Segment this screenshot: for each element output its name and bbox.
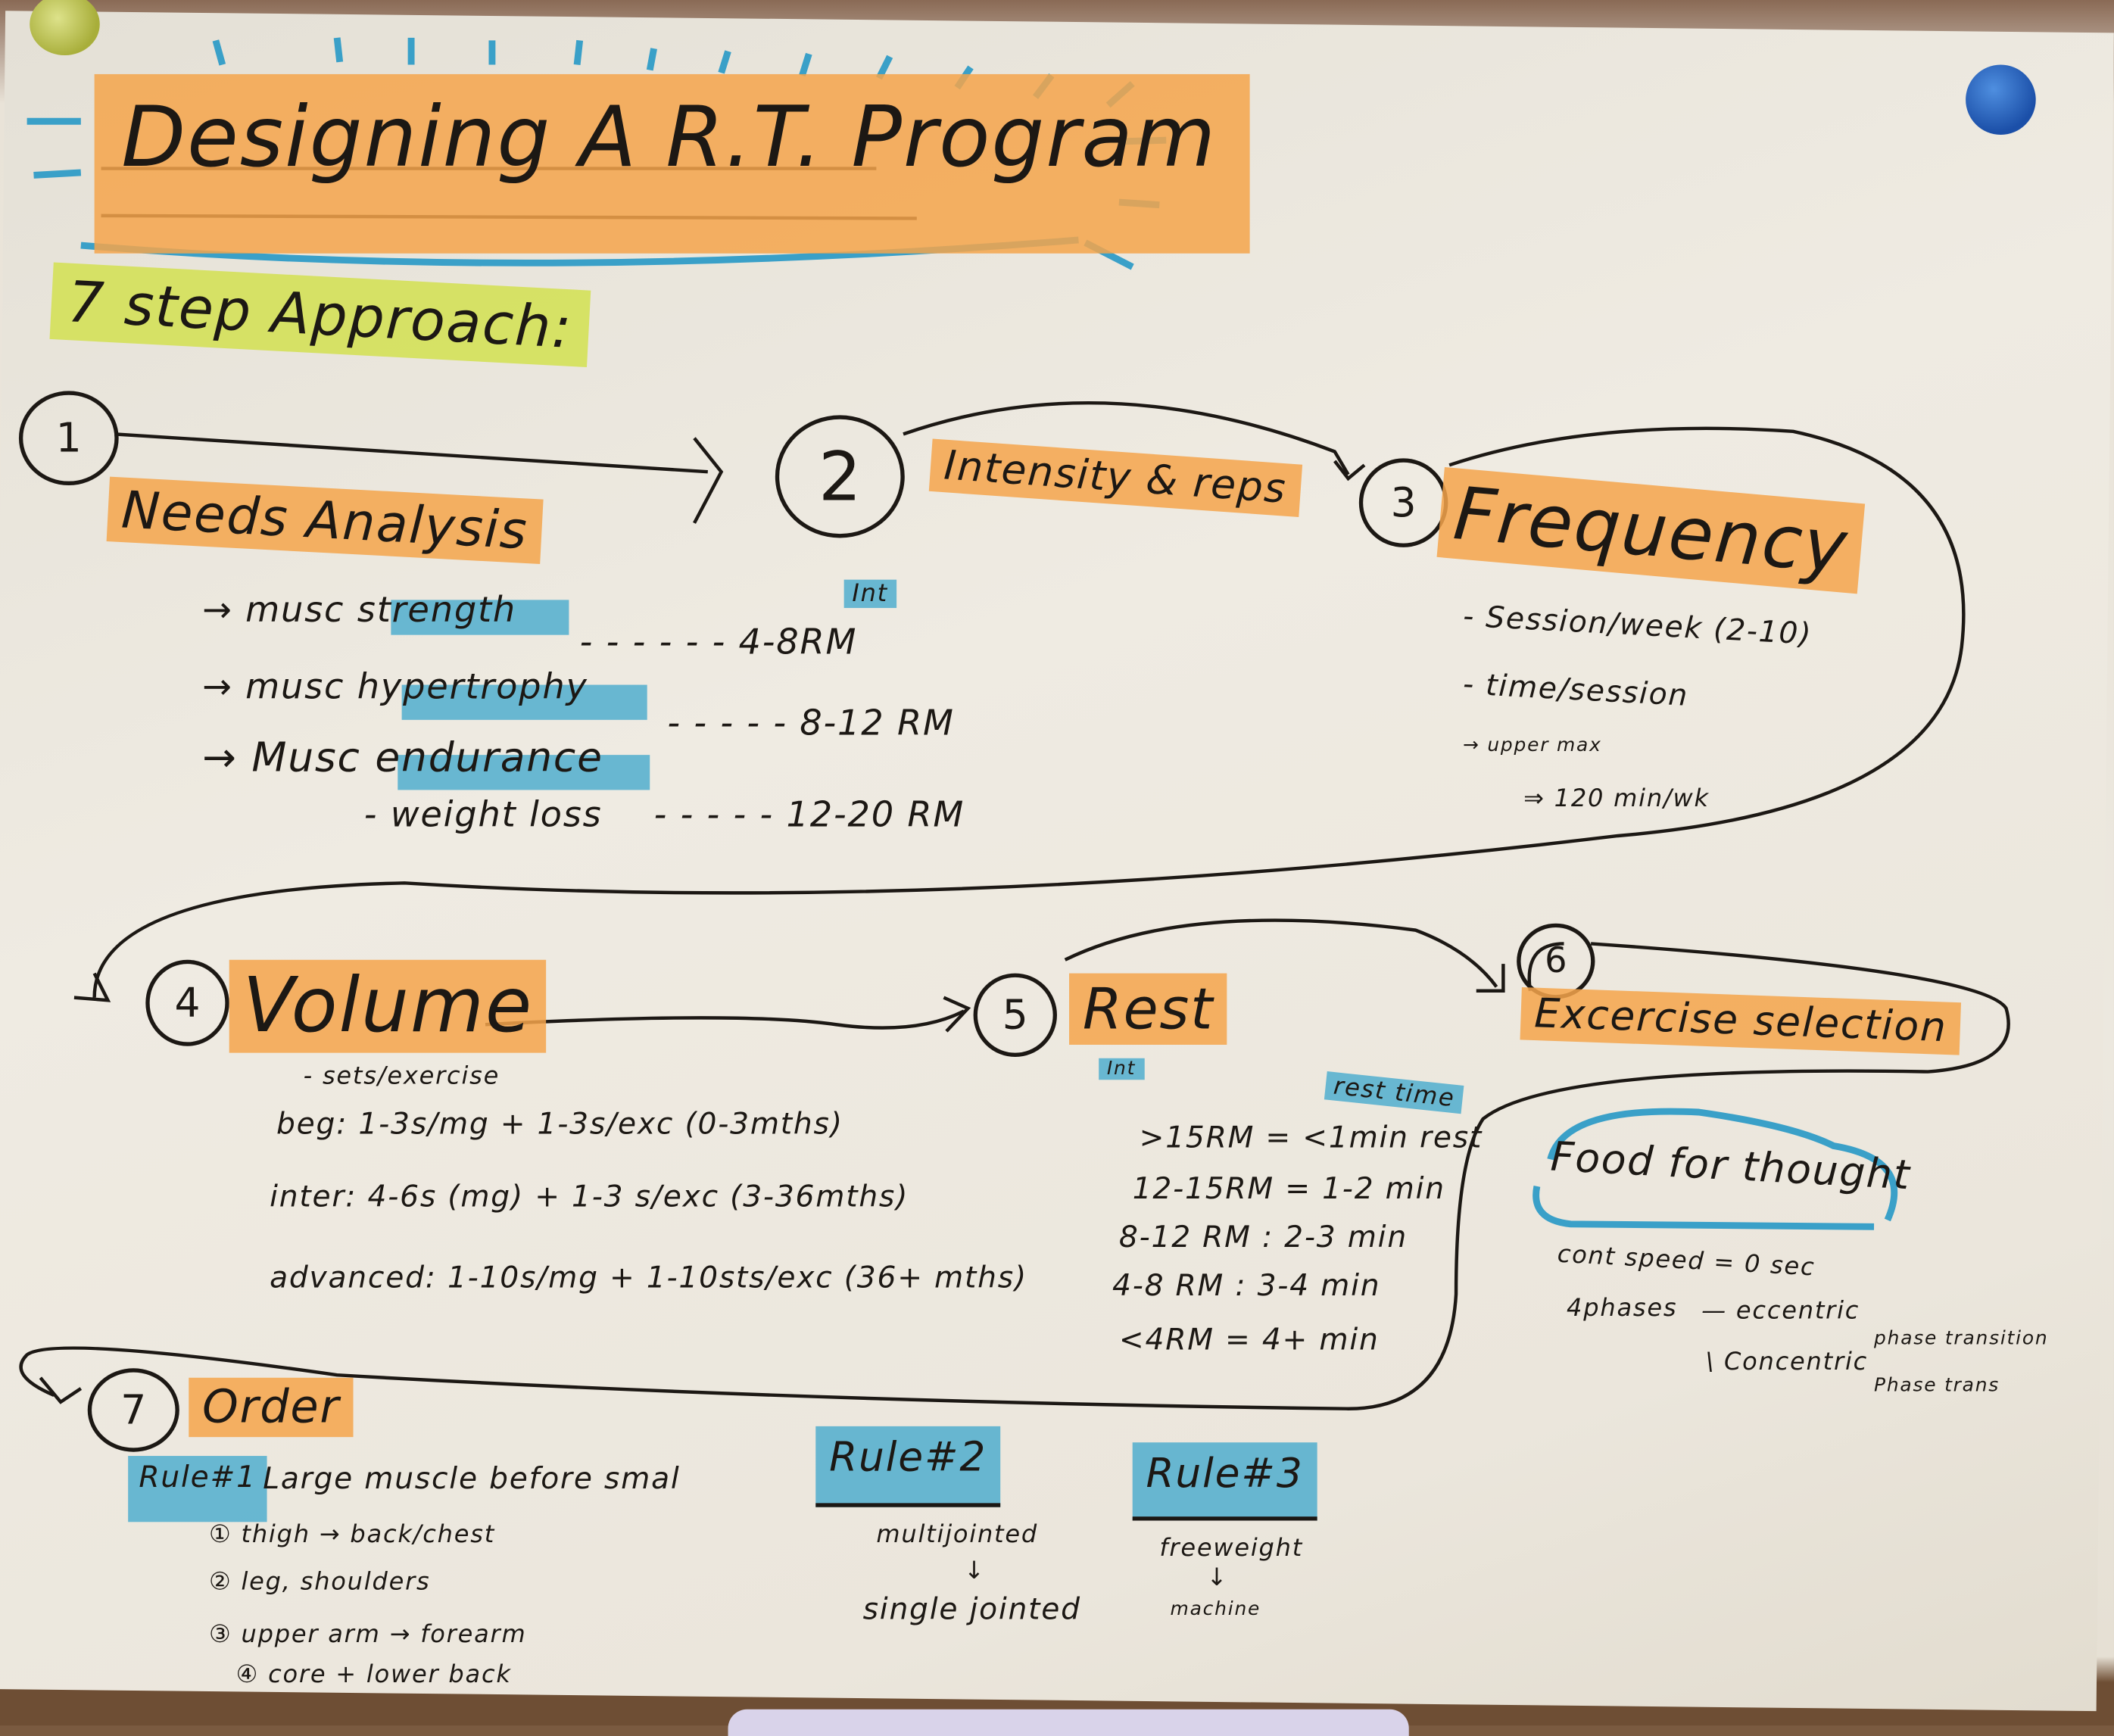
food-phases: 4phases (1567, 1294, 1678, 1323)
rm-value: - - - - - 12-20 RM (653, 795, 965, 836)
step-2-circle: 2 (775, 415, 905, 538)
rule-3-label: Rule#3 (1132, 1442, 1317, 1521)
step-7-circle: 7 (87, 1368, 179, 1452)
rest-row: 4-8 RM : 3-4 min (1112, 1270, 1381, 1304)
rm-value: - - - - - - 4-8RM (579, 622, 858, 664)
lavender-paper (728, 1709, 1409, 1736)
int-label: Int (843, 579, 896, 609)
step-5-circle: 5 (973, 973, 1057, 1057)
step-5-label: Rest (1069, 973, 1228, 1045)
rule-1-text: Large muscle before smal (263, 1462, 681, 1497)
rule-1-item: ③ upper arm → forearm (208, 1620, 527, 1649)
food-ecc-note: phase transition (1874, 1327, 2049, 1350)
step-1-circle: 1 (18, 391, 119, 486)
rule-1-item: ④ core + lower back (235, 1660, 512, 1690)
step-number: 7 (120, 1386, 147, 1434)
volume-item: advanced: 1-10s/mg + 1-10sts/exc (36+ mt… (270, 1261, 1028, 1296)
int-label: Int (1099, 1058, 1144, 1080)
rest-row: 12-15RM = 1-2 min (1132, 1173, 1445, 1207)
rest-row: >15RM = <1min rest (1139, 1121, 1483, 1155)
volume-item: beg: 1-3s/mg + 1-3s/exc (0-3mths) (276, 1108, 843, 1142)
rm-value: - - - - - 8-12 RM (667, 703, 955, 744)
volume-item: inter: 4-6s (mg) + 1-3 s/exc (3-36mths) (270, 1180, 909, 1215)
step-7-label: Order (189, 1377, 354, 1438)
pushpin-blue-icon (1966, 64, 2036, 136)
step-3-circle: 3 (1358, 458, 1448, 547)
rule-3-from: freeweight (1159, 1534, 1304, 1563)
rule-1-item: ② leg, shoulders (208, 1567, 431, 1597)
step-number: 5 (1002, 991, 1028, 1039)
step-4-circle: 4 (145, 959, 229, 1046)
step-number: 3 (1390, 479, 1417, 527)
rule-2-label: Rule#2 (815, 1426, 1000, 1507)
pushpin-yellow-icon (30, 0, 100, 56)
step-number: 4 (174, 979, 201, 1027)
food-con-note: Phase trans (1874, 1375, 2000, 1397)
step-4-label: Volume (229, 959, 547, 1053)
step-number: 1 (55, 414, 82, 462)
step-number: 2 (818, 437, 862, 516)
rule-3-to: machine (1170, 1598, 1261, 1621)
arrow-down-icon: ↓ (964, 1557, 986, 1585)
arrow-down-icon: ↓ (1206, 1563, 1229, 1592)
frequency-item: ⇒ 120 min/wk (1523, 784, 1710, 813)
rule-1-item: ① thigh → back/chest (208, 1520, 496, 1549)
rule-2-to: single jointed (862, 1593, 1081, 1628)
rule-1-label: Rule#1 (128, 1456, 268, 1523)
rule-2-from: multijointed (876, 1520, 1039, 1549)
needs-item: - weight loss (363, 795, 603, 836)
frequency-item: → upper max (1462, 734, 1602, 756)
rest-row: <4RM = 4+ min (1118, 1323, 1380, 1358)
page-title: Designing A R.T. Program (94, 73, 1249, 254)
step-number: 6 (1545, 940, 1567, 982)
rest-row: 8-12 RM : 2-3 min (1118, 1221, 1408, 1255)
note-paper (0, 11, 2114, 1712)
needs-item: → Musc endurance (202, 734, 603, 782)
food-concentric: \ Concentric (1705, 1348, 1869, 1376)
needs-item: → musc hypertrophy (202, 667, 588, 708)
needs-item: → musc strength (202, 590, 517, 631)
volume-item: - sets/exercise (303, 1062, 500, 1091)
food-eccentric: — eccentric (1701, 1296, 1860, 1326)
